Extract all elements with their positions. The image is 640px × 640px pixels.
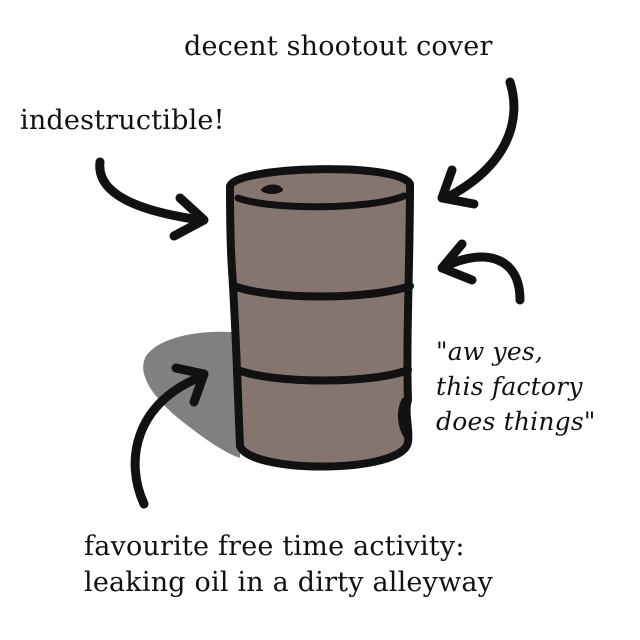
- arrow-cover-head: [437, 165, 479, 209]
- barrel-rim-line: [234, 192, 408, 211]
- arrow-hobby: [130, 373, 203, 509]
- arrow-indestructible-head: [169, 193, 209, 241]
- arrow-factory: [441, 252, 525, 305]
- annotation-cover: decent shootout cover: [184, 31, 493, 62]
- annotation-factory-line-3: does things": [436, 407, 596, 436]
- annotation-factory-line-2: this factory: [436, 372, 583, 401]
- annotation-factory-line-1: "aw yes,: [436, 337, 544, 366]
- arrow-hobby-head: [171, 363, 209, 407]
- barrel-hoop-lower: [234, 366, 412, 385]
- annotation-hobby-line-2: leaking oil in a dirty alleyway: [84, 567, 494, 598]
- barrel-shadow: [143, 331, 240, 458]
- arrow-factory-head: [437, 239, 477, 285]
- barrel-dent: [397, 397, 409, 439]
- annotation-hobby-line-1: favourite free time activity:: [84, 531, 465, 562]
- barrel-hoop-upper: [230, 282, 414, 301]
- barrel-body: [226, 165, 414, 471]
- annotation-indestructible: indestructible!: [20, 105, 225, 136]
- arrow-indestructible: [95, 157, 205, 225]
- barrel-bung: [260, 184, 284, 194]
- arrow-cover: [441, 77, 519, 203]
